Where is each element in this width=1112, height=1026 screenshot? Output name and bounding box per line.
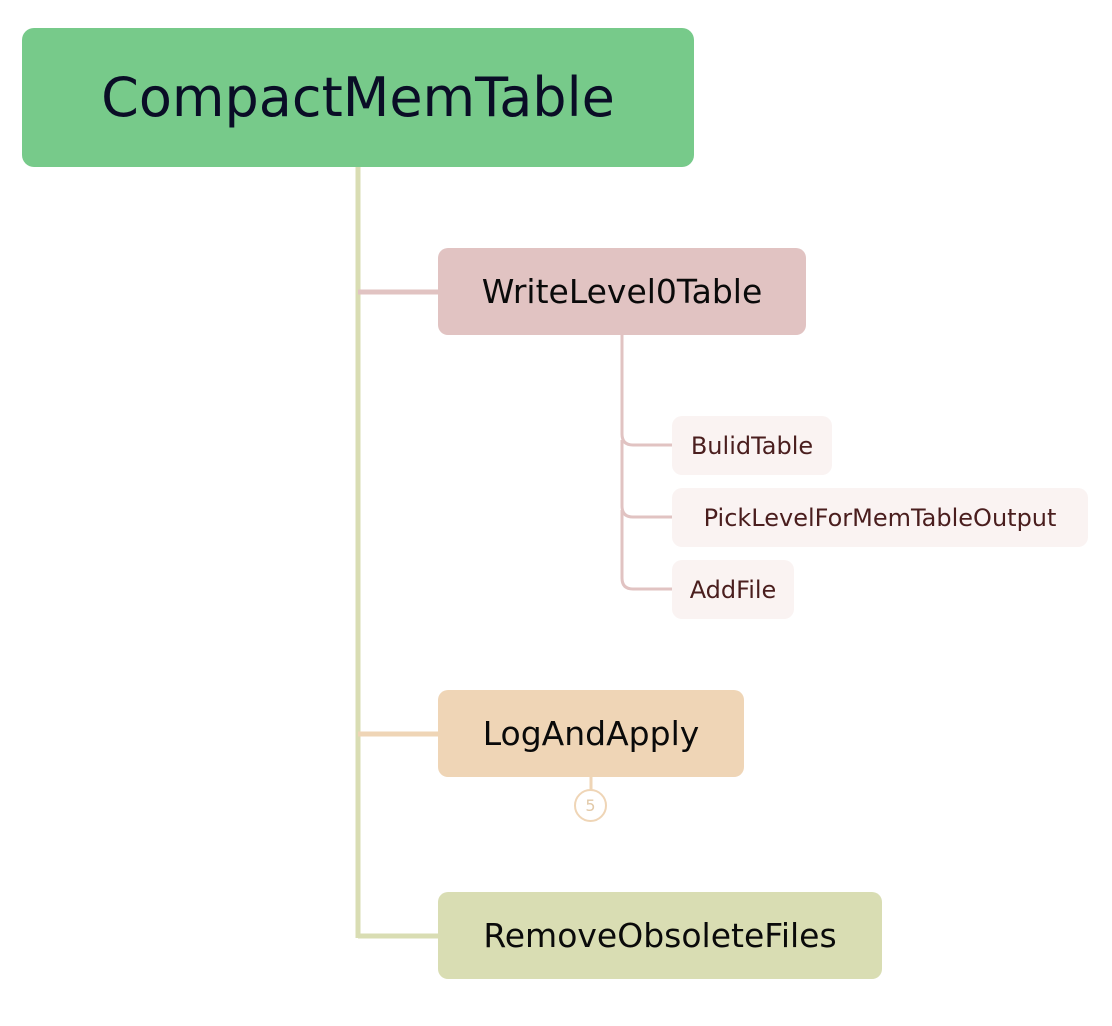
root-node-label: CompactMemTable bbox=[101, 66, 615, 129]
node-picklevelformemtableoutput-label: PickLevelForMemTableOutput bbox=[703, 503, 1057, 532]
node-logandapply-label: LogAndApply bbox=[482, 714, 700, 753]
node-bulidtable-label: BulidTable bbox=[690, 431, 814, 460]
node-writelevel0table-label: WriteLevel0Table bbox=[481, 272, 763, 311]
collapsed-children-badge[interactable]: 5 bbox=[574, 789, 607, 822]
node-removeobsoletefiles[interactable]: RemoveObsoleteFiles bbox=[438, 892, 882, 979]
collapsed-count-label: 5 bbox=[585, 796, 596, 815]
sub-branch-pick-line bbox=[620, 440, 672, 519]
node-removeobsoletefiles-label: RemoveObsoleteFiles bbox=[483, 916, 837, 955]
node-writelevel0table[interactable]: WriteLevel0Table bbox=[438, 248, 806, 335]
node-addfile[interactable]: AddFile bbox=[672, 560, 794, 619]
node-logandapply[interactable]: LogAndApply bbox=[438, 690, 744, 777]
subtrunk-write-line bbox=[620, 335, 672, 447]
node-picklevelformemtableoutput[interactable]: PickLevelForMemTableOutput bbox=[672, 488, 1088, 547]
sub-branch-add-line bbox=[620, 510, 672, 591]
root-node-compactmemtable[interactable]: CompactMemTable bbox=[22, 28, 694, 167]
node-addfile-label: AddFile bbox=[689, 575, 777, 604]
node-bulidtable[interactable]: BulidTable bbox=[672, 416, 832, 475]
